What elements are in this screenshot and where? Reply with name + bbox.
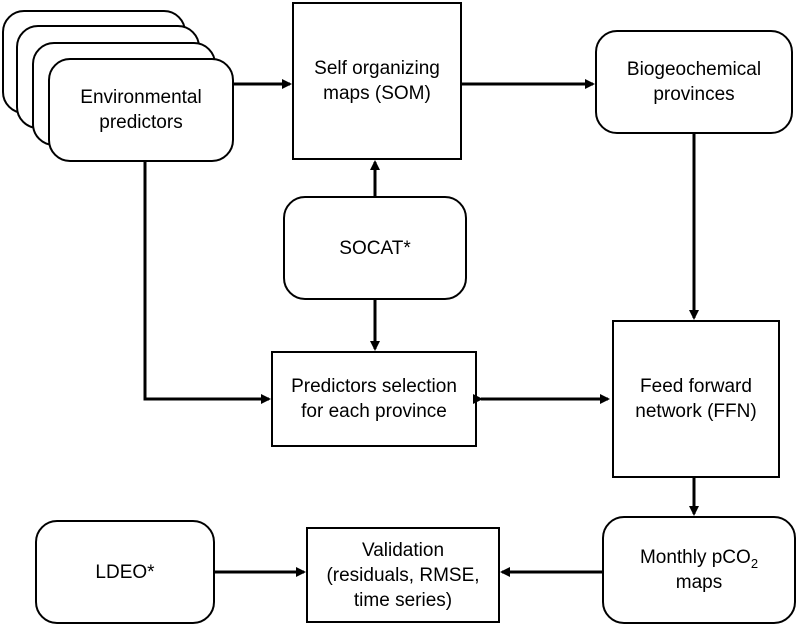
socat-box: SOCAT*	[283, 196, 467, 300]
validation-box: Validation (residuals, RMSE, time series…	[306, 527, 500, 623]
predictors-selection-label: Predictors selection for each province	[291, 376, 457, 422]
socat-label: SOCAT*	[339, 237, 411, 259]
som-box: Self organizing maps (SOM)	[292, 2, 462, 160]
monthly-maps-subscript: 2	[750, 555, 759, 571]
ldeo-label: LDEO*	[95, 561, 155, 583]
monthly-maps-suffix: maps	[675, 572, 723, 593]
predictors-selection-box: Predictors selection for each province	[271, 351, 477, 447]
monthly-maps-box: Monthly pCO2 maps	[602, 516, 796, 624]
ffn-box: Feed forward network (FFN)	[612, 320, 780, 478]
arrow-env-to-selection	[143, 162, 271, 404]
monthly-maps-prefix: Monthly pCO	[639, 547, 751, 568]
validation-label: Validation (residuals, RMSE, time series…	[326, 539, 480, 611]
environmental-predictors-label: Environmental predictors	[80, 87, 202, 133]
monthly-maps-label: Monthly pCO2 maps	[619, 545, 779, 595]
ffn-label: Feed forward network (FFN)	[635, 376, 757, 422]
biogeochemical-provinces-box: Biogeochemical provinces	[595, 30, 793, 134]
ldeo-box: LDEO*	[35, 520, 215, 624]
environmental-predictors-box: Environmental predictors	[48, 58, 234, 162]
som-label: Self organizing maps (SOM)	[314, 58, 440, 104]
biogeochemical-provinces-label: Biogeochemical provinces	[626, 59, 762, 105]
